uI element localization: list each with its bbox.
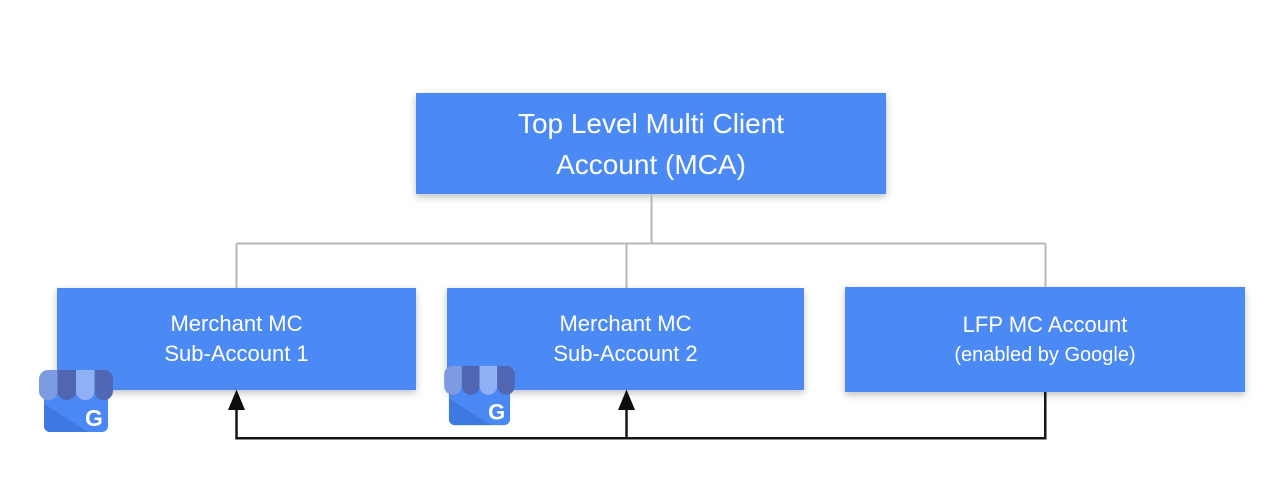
google-business-profile-icon: G xyxy=(39,368,113,434)
arrowhead-sub2 xyxy=(618,389,635,410)
node-label-line: Sub-Account 1 xyxy=(164,341,309,366)
tree-connector-lines xyxy=(235,194,1047,288)
node-label-line: Merchant MC xyxy=(170,311,303,336)
gmb-icon-g-letter: G xyxy=(85,405,103,431)
arrow-line-lfp-to-sub1 xyxy=(235,392,1047,440)
node-lfp-mc-account: LFP MC Account (enabled by Google) xyxy=(845,287,1245,392)
google-business-profile-icon: G xyxy=(444,364,515,427)
feedback-arrow-lines xyxy=(228,389,1047,440)
node-label-line: (enabled by Google) xyxy=(954,343,1136,366)
node-top-level-mca: Top Level Multi Client Account (MCA) xyxy=(416,93,886,194)
node-label-line: Merchant MC xyxy=(559,311,692,336)
node-label-line: Account (MCA) xyxy=(556,148,746,180)
gmb-icon-g-letter: G xyxy=(488,399,505,424)
node-label-line: LFP MC Account xyxy=(962,311,1128,337)
node-merchant-sub-account-1: Merchant MC Sub-Account 1 xyxy=(57,288,416,390)
node-label-line: Sub-Account 2 xyxy=(553,341,698,366)
arrowhead-sub1 xyxy=(228,389,245,410)
node-label-line: Top Level Multi Client xyxy=(517,107,785,139)
